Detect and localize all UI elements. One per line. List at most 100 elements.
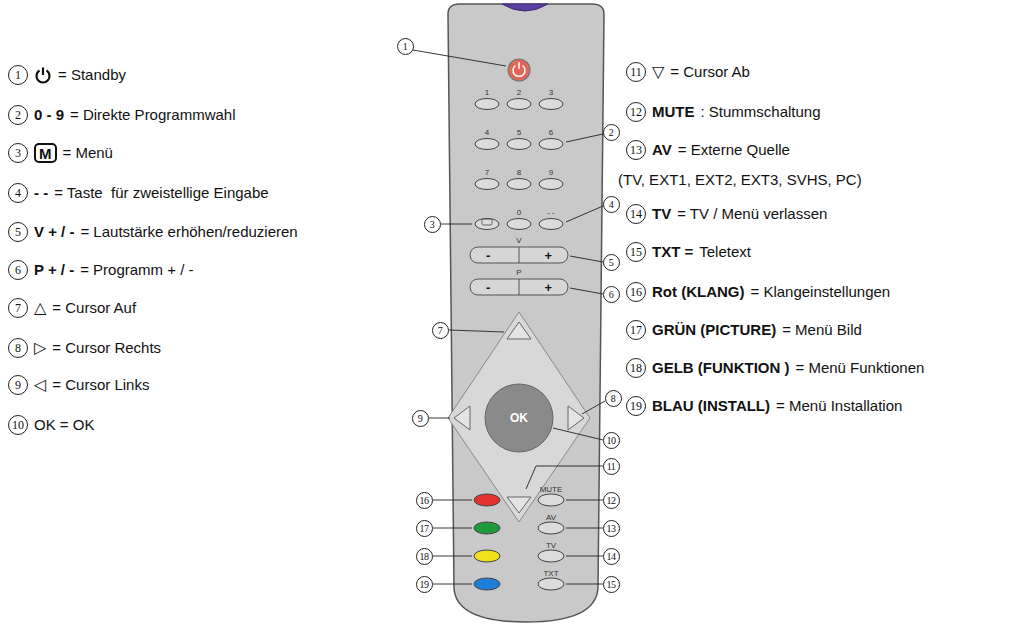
key-description: = Programm + / -	[80, 261, 193, 279]
legend-row: 17GRÜN (PICTURE)= Menü Bild	[626, 318, 862, 342]
standby-icon	[518, 62, 520, 69]
legend-row: 10 OK = OK	[8, 413, 94, 437]
key-name: V + / -	[34, 223, 74, 241]
callout-number: 11	[626, 62, 646, 82]
callout-number: 12	[603, 492, 620, 509]
key-description: OK = OK	[34, 416, 94, 434]
key-print: 6	[549, 128, 553, 137]
node-text: 15	[630, 245, 642, 260]
remote-body	[448, 4, 604, 622]
callout-number: 13	[603, 520, 620, 537]
node-text: 10	[12, 418, 24, 433]
ir-window	[502, 4, 548, 11]
key-description: = Cursor Auf	[52, 299, 136, 317]
callout-number: 7	[8, 298, 28, 318]
key-name: MUTE	[652, 103, 695, 121]
callout-number: 5	[8, 222, 28, 242]
callout-number: 19	[416, 576, 433, 593]
node-text: 9	[15, 378, 21, 393]
callout-number: 1	[8, 65, 28, 85]
key-description: = Menü	[63, 144, 113, 162]
node-text: -	[486, 248, 490, 263]
key-print: 5	[517, 128, 521, 137]
key-name: P + / -	[34, 261, 74, 279]
callout-number: 8	[605, 390, 622, 407]
node-text: 17	[420, 523, 429, 534]
callout-number: 19	[626, 396, 646, 416]
callout-number: 14	[603, 548, 620, 565]
callout-number: 18	[626, 358, 646, 378]
callout-number: 12	[626, 102, 646, 122]
legend-row: 16Rot (KLANG)= Klangeinstellungen	[626, 280, 890, 304]
callout-number: 17	[416, 520, 433, 537]
node-text: 17	[630, 323, 642, 338]
node-text: 9	[418, 413, 423, 424]
standby-button	[508, 59, 530, 81]
cursor-pad	[448, 312, 590, 522]
key-description: = Menü Funktionen	[795, 359, 924, 377]
legend-row: 13AV= Externe Quelle	[626, 138, 790, 162]
node-text: 18	[630, 361, 642, 376]
callout-number: 9	[8, 375, 28, 395]
node-text: M	[39, 145, 52, 162]
callout-number: 15	[626, 242, 646, 262]
node-text: 1	[403, 41, 408, 52]
node-text: 19	[420, 579, 429, 590]
node-text: +	[544, 280, 552, 295]
ok-button	[485, 384, 553, 452]
legend-row: 4- -= Taste für zweistellige Eingabe	[8, 181, 269, 205]
node-text: 6	[15, 263, 21, 278]
node-text: 11	[607, 461, 616, 472]
node-text: 12	[607, 495, 616, 506]
callout-number: 4	[603, 196, 620, 213]
node-text: 1	[15, 68, 21, 83]
key-print: 8	[517, 168, 521, 177]
key-description: = Externe Quelle	[678, 141, 790, 159]
node-text: 5	[609, 257, 614, 268]
program-bar	[470, 279, 568, 295]
callout-number: 14	[626, 204, 646, 224]
key-print: TXT	[543, 569, 558, 578]
volume-bar	[470, 247, 568, 263]
callout-number: 15	[603, 576, 620, 593]
key-print: TV	[546, 541, 556, 550]
node-text: 19	[630, 399, 642, 414]
cursor-symbol: △	[34, 299, 46, 317]
node-text: 7	[15, 301, 21, 316]
key-description: : Stummschaltung	[701, 103, 821, 121]
callout-number: 4	[8, 183, 28, 203]
node-text: 14	[630, 207, 642, 222]
key-description: = Cursor Ab	[670, 63, 750, 81]
callout-number: 16	[416, 492, 433, 509]
node-text: 13	[630, 143, 642, 158]
ok-key: OK	[485, 384, 553, 452]
key-print: 1	[485, 88, 489, 97]
rocker-key: -+	[470, 279, 568, 295]
node-text: 3	[430, 219, 435, 230]
key-description: = TV / Menü verlassen	[677, 205, 827, 223]
cursor-arrows	[454, 322, 584, 513]
legend-row: 7 △ = Cursor Auf	[8, 296, 136, 320]
legend-row: 9◁= Cursor Links	[8, 373, 149, 397]
callout-number: 7	[432, 322, 449, 339]
legend-row: 1= Standby	[8, 63, 126, 87]
callout-number: 16	[626, 282, 646, 302]
callout-number: 10	[8, 415, 28, 435]
key-description: (TV, EXT1, EXT2, EXT3, SVHS, PC)	[618, 171, 862, 189]
number-buttons	[475, 99, 563, 230]
legend-row: 14TV= TV / Menü verlassen	[626, 202, 827, 226]
callout-number: 2	[603, 124, 620, 141]
leader-lines	[413, 50, 605, 584]
key-name: 0 - 9	[34, 106, 64, 124]
key-print: P	[516, 268, 521, 277]
callout-number: 13	[626, 140, 646, 160]
key-print: 2	[517, 88, 521, 97]
key-print: 9	[549, 168, 553, 177]
key-description: = Klangeinstellungen	[750, 283, 890, 301]
key-description: = Lautstärke erhöhen/reduzieren	[80, 223, 297, 241]
node-text: 8	[15, 341, 21, 356]
key-description: = Menü Installation	[776, 397, 902, 415]
legend-row: 5 V + / - = Lautstärke erhöhen/reduzieren	[8, 220, 298, 244]
callout-number: 1	[397, 38, 414, 55]
menu-key-symbol: M	[34, 143, 57, 163]
